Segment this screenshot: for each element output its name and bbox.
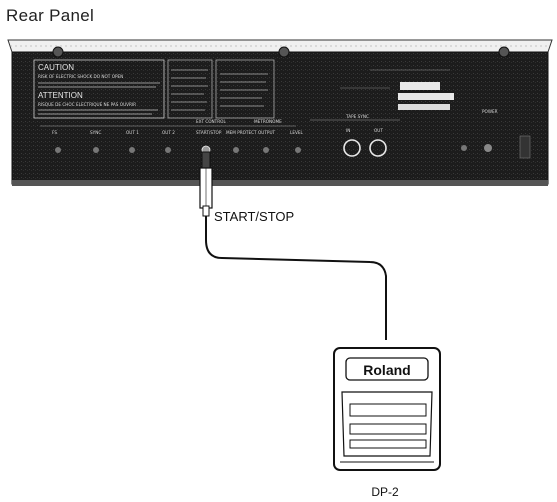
section-tape-sync: TAPE SYNC — [345, 114, 369, 119]
page-title: Rear Panel — [6, 6, 95, 25]
jack-label-in: IN — [346, 128, 350, 133]
jack-row — [55, 135, 531, 159]
dp2-pedal[interactable]: Roland — [333, 347, 441, 471]
jack-label-start-stop: START/STOP — [196, 130, 222, 135]
rear-panel: CAUTION RISK OF ELECTRIC SHOCK DO NOT OP… — [11, 46, 549, 186]
jack-label-fs: FS — [52, 130, 57, 135]
info-block-2 — [215, 59, 275, 119]
screw-left — [52, 46, 64, 58]
jack-label-out1: OUT 1 — [126, 130, 139, 135]
screw-right — [498, 46, 510, 58]
info-block-1 — [167, 59, 213, 119]
jack-label-sync: SYNC — [90, 130, 101, 135]
section-ext-control: EXT CONTROL — [196, 119, 226, 124]
jack-label-power: POWER — [482, 109, 498, 114]
jack-label-level: LEVEL — [290, 130, 303, 135]
cable-label: START/STOP — [214, 209, 294, 224]
caution-block — [33, 59, 165, 119]
power-switch[interactable] — [484, 144, 492, 152]
jack-label-output: OUTPUT — [258, 130, 276, 135]
tape-sync-in-jack[interactable] — [343, 139, 361, 157]
plug — [199, 151, 213, 217]
jack-label-mem-protect: MEM PROTECT — [226, 130, 257, 135]
pedal-model: DP-2 — [371, 485, 399, 499]
tape-sync-out-jack[interactable] — [369, 139, 387, 157]
caution-text: RISK OF ELECTRIC SHOCK DO NOT OPEN — [38, 74, 123, 79]
pedal-brand: Roland — [363, 362, 410, 378]
jack-label-out2: OUT 2 — [162, 130, 175, 135]
section-metronome: METRONOME — [254, 119, 282, 124]
attention-heading: ATTENTION — [38, 91, 83, 100]
attention-text: RISQUE DE CHOC ELECTRIQUE NE PAS OUVRIR — [38, 102, 136, 107]
screw-middle — [278, 46, 290, 58]
cable — [205, 216, 387, 340]
model-info-area — [340, 69, 454, 110]
jack-label-out: OUT — [374, 128, 383, 133]
caution-heading: CAUTION — [38, 63, 74, 72]
